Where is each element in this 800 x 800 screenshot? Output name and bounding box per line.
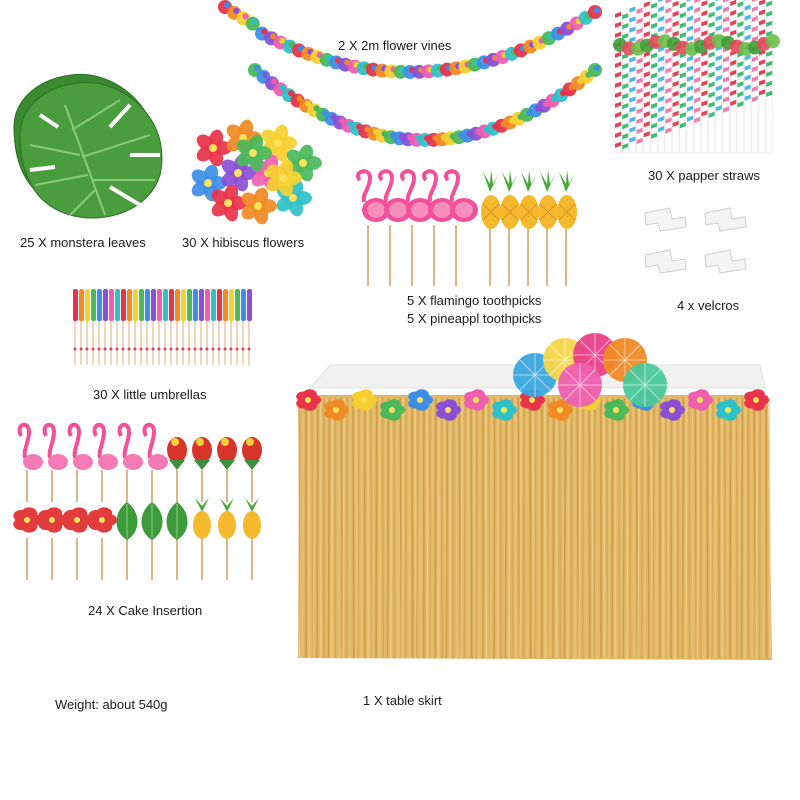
- paper-straws-image: [612, 0, 780, 155]
- monstera-leaves-image: [10, 73, 180, 225]
- hibiscus-flowers-image: [183, 118, 323, 226]
- hibiscus-flowers-label: 30 X hibiscus flowers: [182, 235, 305, 250]
- pineapple-toothpicks-image: [475, 170, 580, 288]
- table-skirt-image: [290, 320, 780, 685]
- little-umbrellas-image: [70, 287, 255, 367]
- cake-insertion-image: [10, 420, 280, 585]
- flower-vines-image: [215, 0, 605, 165]
- monstera-leaves-label: 25 X monstera leaves: [20, 235, 146, 250]
- pineapple-toothpicks-label: 5 X pineappl toothpicks: [407, 311, 542, 326]
- cake-insertion-label: 24 X Cake Insertion: [88, 603, 203, 618]
- little-umbrellas-label: 30 X little umbrellas: [93, 387, 207, 402]
- flamingo-toothpicks-image: [348, 169, 478, 288]
- table-skirt-label: 1 X table skirt: [363, 693, 442, 708]
- flower-vines-label: 2 X 2m flower vines: [338, 38, 452, 53]
- leaf-icon: [13, 73, 163, 219]
- paper-straws-label: 30 X papper straws: [648, 168, 761, 183]
- velcros-label: 4 x velcros: [677, 298, 740, 313]
- velcros-image: [640, 205, 755, 285]
- weight-label: Weight: about 540g: [55, 697, 168, 712]
- flamingo-toothpicks-label: 5 X flamingo toothpicks: [407, 293, 542, 308]
